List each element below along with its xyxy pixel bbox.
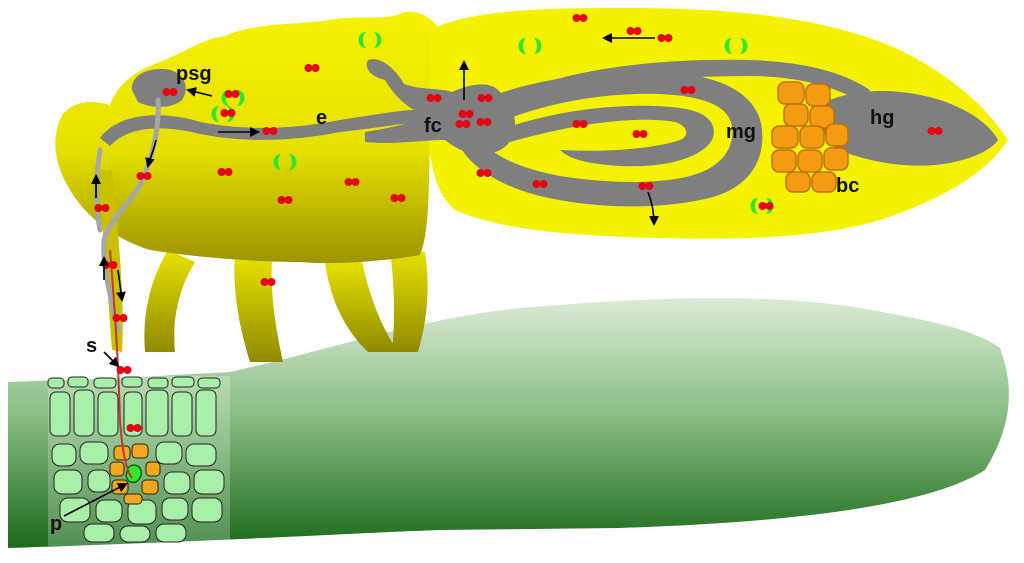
intestine-duct: [500, 59, 870, 112]
sieve-element: [125, 464, 143, 484]
aphid-leg-2: [234, 255, 283, 362]
virus-particle: [277, 196, 293, 204]
label-mg: mg: [726, 121, 756, 143]
virus-particle: [927, 127, 943, 135]
virus-particle: [116, 366, 132, 374]
digestive-tract: [100, 59, 998, 207]
arrow-duct-down: [145, 139, 157, 168]
virus-particle: [532, 180, 548, 188]
label-psg: psg: [176, 63, 212, 85]
hindgut: [822, 91, 998, 166]
principal-salivary-gland: [131, 69, 186, 107]
virus-particle: [572, 120, 588, 128]
virus-particle: [136, 172, 152, 180]
virus-particle: [262, 127, 278, 135]
virus-particle: [220, 109, 236, 117]
label-s: s: [86, 335, 97, 357]
virus-particle: [476, 169, 492, 177]
virus-particle: [390, 194, 406, 202]
virus-particles: [94, 14, 943, 432]
aphid-leg-4: [390, 250, 428, 352]
virus-particle: [217, 168, 233, 176]
virus-particle: [657, 34, 673, 42]
palisade-cells: [47, 376, 221, 437]
stylet: [109, 249, 133, 479]
leaf-blade: [8, 298, 1009, 548]
midgut-loop-inner: [500, 105, 714, 167]
filter-chamber: [365, 59, 515, 155]
esophagus: [100, 109, 430, 146]
label-bc: bc: [836, 175, 859, 197]
virus-particle: [260, 278, 276, 286]
virus-particle: [638, 182, 654, 190]
label-hg: hg: [870, 107, 894, 129]
virus-particle: [477, 94, 493, 102]
pointer-p: [63, 483, 128, 517]
virus-particle: [426, 94, 442, 102]
virus-particle: [162, 88, 178, 96]
arrow-to-psg: [186, 87, 213, 97]
arrow-stylet-down: [115, 269, 126, 302]
virus-particle: [632, 130, 648, 138]
virus-particle: [680, 86, 696, 94]
virus-particle: [224, 90, 240, 98]
aphid-leg-1: [144, 250, 195, 352]
label-e: e: [316, 107, 327, 129]
label-fc: fc: [424, 115, 442, 137]
pointer-s: [103, 351, 120, 368]
virus-particle: [455, 120, 471, 128]
virus-particle: [572, 14, 588, 22]
virus-particle: [126, 424, 142, 432]
arrow-mg-down: [647, 191, 659, 226]
virus-particle: [304, 64, 320, 72]
label-p: p: [50, 513, 62, 535]
aphid-leg-3: [325, 260, 398, 352]
virus-particle: [626, 27, 642, 35]
virus-particle: [476, 118, 492, 126]
bacteriocytes: [771, 81, 849, 193]
virus-particle: [112, 314, 128, 322]
virus-particle: [94, 204, 110, 212]
virus-particle: [458, 110, 474, 118]
mesophyll-cells: [51, 441, 225, 543]
midgut: [462, 72, 763, 207]
leaf: [8, 298, 1009, 548]
phloem-cells: [109, 443, 161, 505]
labels: psg e fc mg hg bc s p: [50, 63, 894, 535]
virus-particle: [758, 202, 774, 210]
movement-arrows: [63, 33, 659, 517]
virus-particle: [344, 178, 360, 186]
